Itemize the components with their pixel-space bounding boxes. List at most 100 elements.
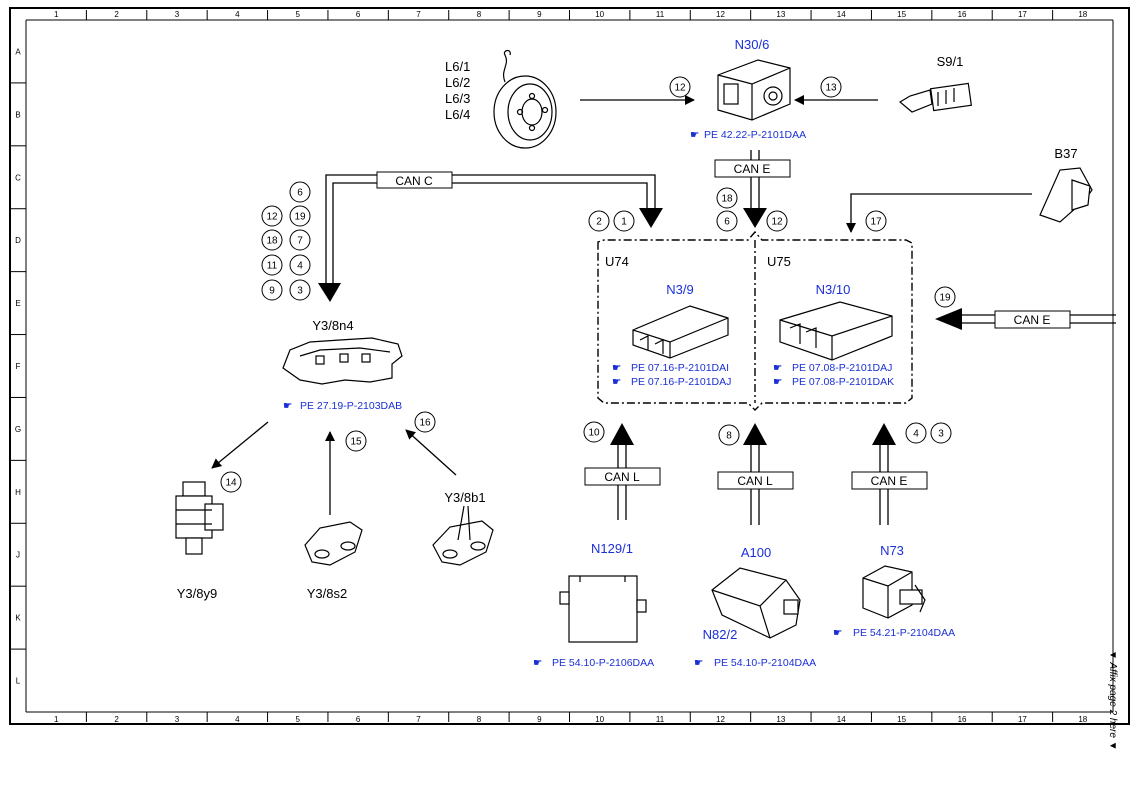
grid-column-label: 9	[537, 715, 542, 724]
signal-number-u_left_1: 1	[613, 210, 635, 232]
grid-column-label: 6	[356, 715, 361, 724]
hand-pointer-icon: ☛	[283, 400, 292, 412]
svg-text:PE 54.10-P-2106DAA: PE 54.10-P-2106DAA	[552, 657, 654, 669]
ref-n3-10-a[interactable]: ☛ PE 07.08-P-2101DAJ	[773, 362, 892, 374]
svg-text:18: 18	[721, 194, 733, 205]
frame: 1122334455667788991010111112121313141415…	[9, 7, 1130, 725]
grid-column-label: 2	[114, 10, 119, 19]
grid-row-label: K	[15, 614, 21, 623]
label-l6-1: L6/1	[445, 59, 470, 74]
grid-row-label: J	[16, 551, 20, 560]
svg-text:17: 17	[870, 217, 882, 228]
sensor-y3-8b1-drawing	[432, 505, 494, 566]
ref-n73[interactable]: ☛ PE 54.21-P-2104DAA	[833, 627, 955, 639]
wheel-speed-sensor-drawing	[493, 49, 557, 149]
svg-text:CAN L: CAN L	[604, 470, 640, 484]
grid-column-label: 18	[1078, 10, 1087, 19]
ref-n3-10-b[interactable]: ☛ PE 07.08-P-2101DAK	[773, 376, 894, 388]
grid-column-label: 4	[235, 715, 240, 724]
grid-column-label: 13	[776, 715, 785, 724]
module-n129-1-drawing	[559, 575, 647, 643]
grid-row-label: B	[15, 110, 20, 119]
ref-a100[interactable]: ☛ PE 54.10-P-2104DAA	[694, 657, 816, 669]
signal-number-s10: 10	[583, 421, 605, 443]
hand-pointer-icon: ☛	[833, 627, 842, 639]
hand-pointer-icon: ☛	[690, 129, 699, 141]
grid-column-label: 2	[114, 715, 119, 724]
svg-text:18: 18	[266, 236, 278, 247]
signal-number-c9: 9	[261, 279, 283, 301]
grid-column-label: 14	[837, 10, 846, 19]
grid-row-label: E	[15, 299, 20, 308]
svg-text:16: 16	[419, 418, 431, 429]
svg-text:4: 4	[913, 429, 919, 440]
grid-column-label: 11	[656, 715, 665, 724]
svg-text:7: 7	[297, 236, 303, 247]
label-l6-3: L6/3	[445, 91, 470, 106]
grid-column-label: 7	[416, 10, 421, 19]
grid-column-label: 3	[175, 715, 180, 724]
switch-s9-1-drawing	[898, 82, 973, 113]
side-note: ▼ Affix page 2 here ▼	[1107, 650, 1118, 751]
label-n73: N73	[880, 543, 904, 558]
svg-text:15: 15	[350, 437, 362, 448]
svg-text:PE 07.16-P-2101DAJ: PE 07.16-P-2101DAJ	[631, 376, 731, 388]
grid-column-label: 17	[1018, 10, 1027, 19]
bus-label-can-l-2: CAN L	[717, 471, 794, 490]
svg-text:12: 12	[674, 83, 686, 94]
label-n30-6: N30/6	[735, 37, 770, 52]
ignition-switch-n73-drawing	[862, 565, 926, 619]
grid-column-label: 5	[296, 715, 301, 724]
signal-number-c19: 19	[289, 205, 311, 227]
ref-n129-1[interactable]: ☛ PE 54.10-P-2106DAA	[533, 657, 654, 669]
label-n82-2: N82/2	[703, 627, 738, 642]
grid-column-label: 12	[716, 715, 725, 724]
signal-number-s15: 15	[345, 430, 367, 452]
label-y3-8y9: Y3/8y9	[177, 586, 217, 601]
ref-n3-9-a[interactable]: ☛ PE 07.16-P-2101DAI	[612, 362, 729, 374]
ref-n3-9-b[interactable]: ☛ PE 07.16-P-2101DAJ	[612, 376, 731, 388]
grid-column-label: 16	[958, 10, 967, 19]
grid-column-label: 13	[776, 10, 785, 19]
grid-column-label: 11	[656, 10, 665, 19]
label-u75: U75	[767, 254, 791, 269]
svg-text:9: 9	[269, 286, 275, 297]
label-n129-1: N129/1	[591, 541, 633, 556]
svg-text:PE 42.22-P-2101DAA: PE 42.22-P-2101DAA	[704, 129, 806, 141]
hand-pointer-icon: ☛	[612, 362, 621, 374]
signal-number-c3: 3	[289, 279, 311, 301]
ref-n30-6[interactable]: ☛ PE 42.22-P-2101DAA	[690, 129, 806, 141]
signal-number-s17: 17	[865, 210, 887, 232]
svg-text:14: 14	[225, 478, 237, 489]
svg-text:12: 12	[266, 212, 278, 223]
control-unit-group	[597, 230, 913, 411]
svg-text:8: 8	[726, 431, 732, 442]
svg-text:19: 19	[294, 212, 306, 223]
svg-text:CAN E: CAN E	[871, 474, 908, 488]
svg-text:19: 19	[939, 293, 951, 304]
signal-number-c7: 7	[289, 229, 311, 251]
label-y3-8n4: Y3/8n4	[312, 318, 353, 333]
hand-pointer-icon: ☛	[773, 376, 782, 388]
label-u74: U74	[605, 254, 629, 269]
signal-number-c4: 4	[289, 254, 311, 276]
svg-text:11: 11	[267, 261, 278, 272]
grid-column-label: 9	[537, 10, 542, 19]
svg-text:10: 10	[588, 428, 600, 439]
svg-text:1: 1	[621, 217, 627, 228]
svg-text:CAN L: CAN L	[737, 474, 773, 488]
signal-number-s4: 4	[905, 422, 927, 444]
signal-number-s3: 3	[930, 422, 952, 444]
svg-text:PE 07.08-P-2101DAJ: PE 07.08-P-2101DAJ	[792, 362, 892, 374]
grid-column-label: 18	[1078, 715, 1087, 724]
ref-y3-8n4[interactable]: ☛ PE 27.19-P-2103DAB	[283, 400, 402, 412]
grid-column-label: 16	[958, 715, 967, 724]
ecu-n3-9-drawing	[632, 305, 729, 359]
svg-text:PE 27.19-P-2103DAB: PE 27.19-P-2103DAB	[300, 400, 402, 412]
label-l6-4: L6/4	[445, 107, 470, 122]
signal-number-s19: 19	[934, 286, 956, 308]
signal-number-c11: 11	[261, 254, 283, 276]
grid-column-label: 17	[1018, 715, 1027, 724]
signal-number-c6: 6	[289, 181, 311, 203]
